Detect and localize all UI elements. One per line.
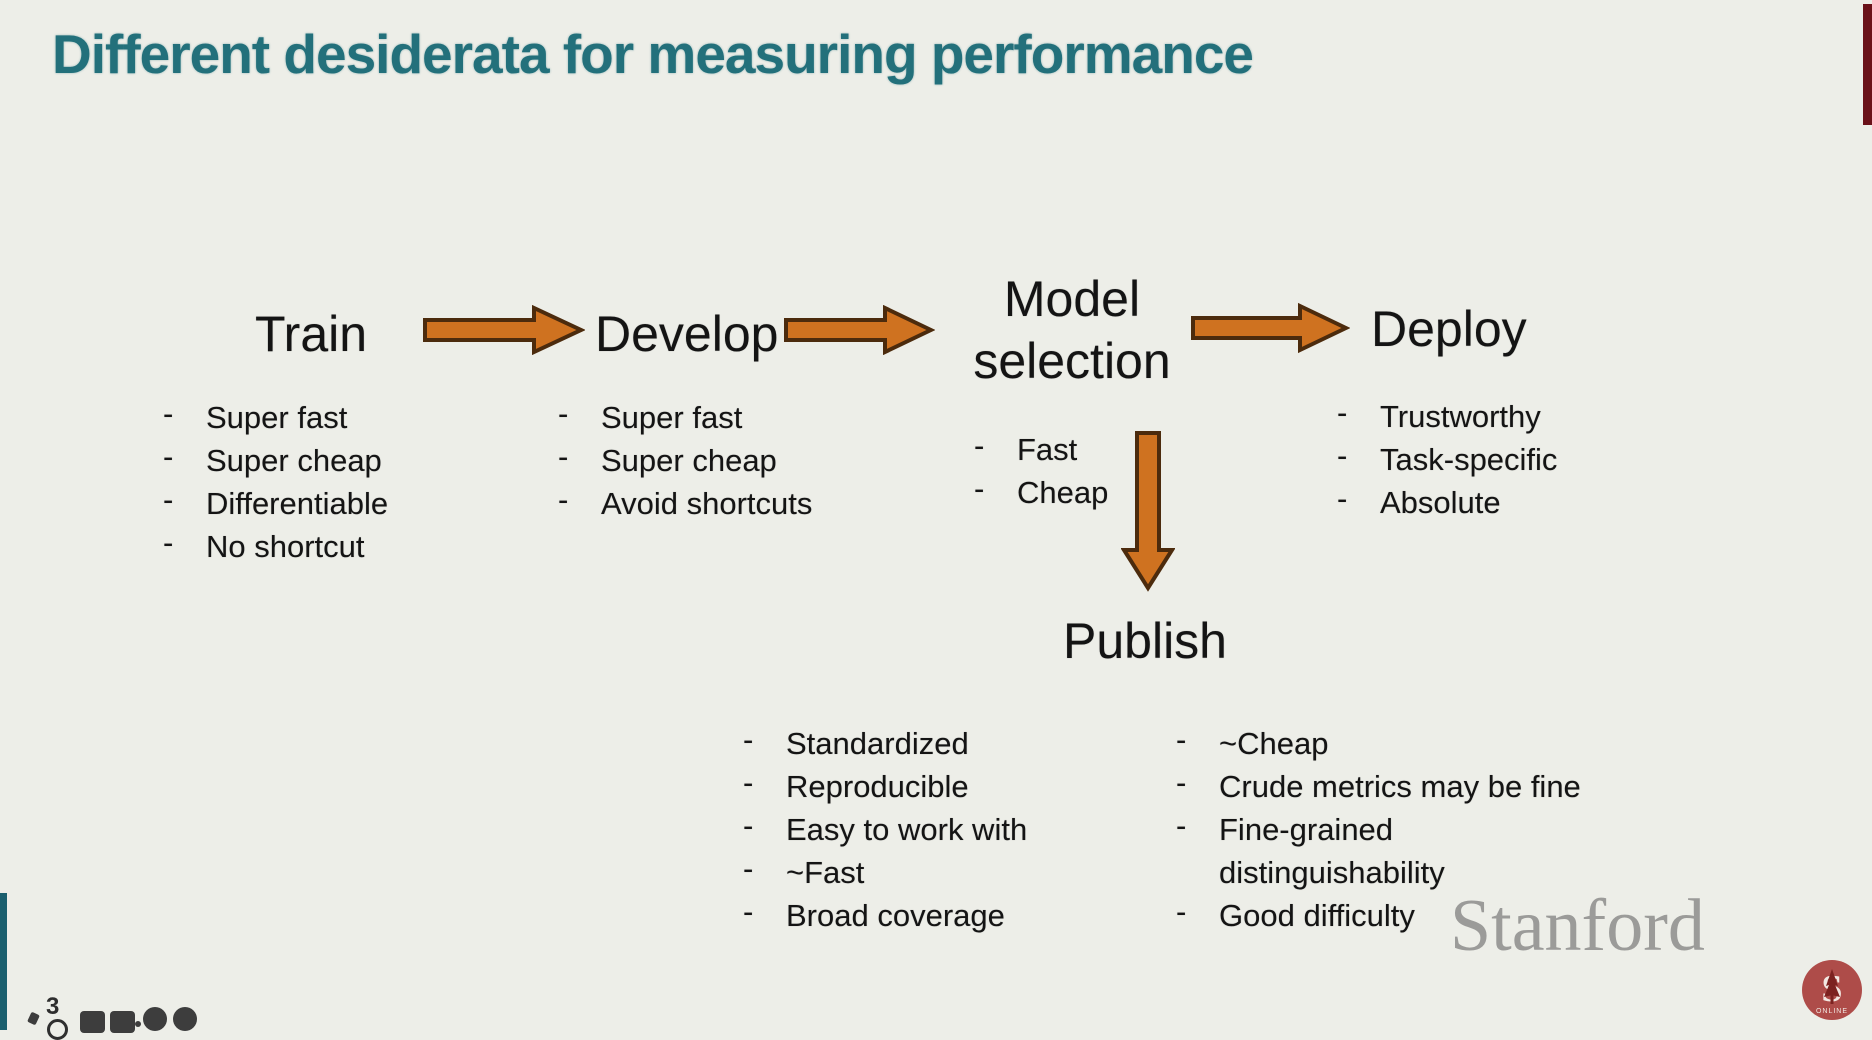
bullet-text: Easy to work with [786, 812, 1028, 847]
bullet-dash: - [1176, 722, 1187, 757]
bullet-text: Fine-grained distinguishability [1219, 812, 1445, 890]
bullet-dash: - [743, 851, 754, 886]
bullet-dash: - [1337, 481, 1348, 516]
bullet-dash: - [558, 482, 569, 517]
list-item: - Fine-grained distinguishability [1176, 808, 1581, 894]
bullet-dash: - [163, 482, 174, 517]
develop-bullets: - Super fast - Super cheap - Avoid short… [558, 396, 812, 525]
bullet-text: Differentiable [206, 486, 389, 521]
list-item: - Reproducible [743, 765, 1027, 808]
stage-deploy: Deploy [1371, 301, 1527, 357]
list-item: - Standardized [743, 722, 1027, 765]
teal-edge-bar [0, 893, 7, 1030]
list-item: - Crude metrics may be fine [1176, 765, 1581, 808]
list-item: - Trustworthy [1337, 395, 1557, 438]
list-item: - Super fast [558, 396, 812, 439]
arrow-right-icon [783, 305, 935, 355]
list-item: - No shortcut [163, 525, 388, 568]
bullet-dash: - [1176, 808, 1187, 843]
bullet-dash: - [558, 439, 569, 474]
stage-develop: Develop [595, 306, 779, 362]
bullet-text: Super cheap [601, 443, 777, 478]
stage-model-selection-line2: selection [973, 333, 1171, 389]
arrow-right-icon [422, 305, 585, 355]
list-item: - Broad coverage [743, 894, 1027, 937]
bullet-text: Cheap [1017, 475, 1109, 510]
list-item: - Cheap [974, 471, 1108, 514]
bullet-text: Super cheap [206, 443, 382, 478]
list-item: - Super fast [163, 396, 388, 439]
stage-publish: Publish [1063, 613, 1227, 669]
bullet-dash: - [1337, 438, 1348, 473]
slide-title: Different desiderata for measuring perfo… [52, 23, 1254, 85]
bullet-dash: - [743, 765, 754, 800]
bullet-dash: - [743, 808, 754, 843]
bullet-dash: - [743, 894, 754, 929]
list-item: - Fast [974, 428, 1108, 471]
stanford-watermark: Stanford [1450, 885, 1705, 967]
toolbar-dot-icon [135, 1021, 141, 1027]
stage-train: Train [255, 306, 368, 362]
bullet-text: Reproducible [786, 769, 969, 804]
list-item: - Easy to work with [743, 808, 1027, 851]
bullet-text: Trustworthy [1380, 399, 1541, 434]
bullet-dash: - [558, 396, 569, 431]
stanford-online-logo: S ONLINE [1801, 959, 1863, 1021]
list-item: - Absolute [1337, 481, 1557, 524]
bullet-text: Super fast [206, 400, 348, 435]
list-item: - Super cheap [163, 439, 388, 482]
bullet-dash: - [163, 525, 174, 560]
publish-bullets-left: - Standardized - Reproducible - Easy to … [743, 722, 1027, 937]
bullet-text: ~Cheap [1219, 726, 1329, 761]
list-item: - ~Cheap [1176, 722, 1581, 765]
stanford-online-logo-icon: S ONLINE [1802, 960, 1862, 1020]
toolbar-button-icon[interactable] [110, 1011, 135, 1033]
list-item: - ~Fast [743, 851, 1027, 894]
toolbar-button-icon[interactable] [80, 1011, 105, 1033]
bullet-text: No shortcut [206, 529, 365, 564]
stage-model-selection: Model selection [957, 268, 1187, 392]
arrow-down-icon [1121, 430, 1175, 592]
bullet-dash: - [1176, 765, 1187, 800]
bullet-text: Broad coverage [786, 898, 1005, 933]
bullet-text: Super fast [601, 400, 743, 435]
bullet-dash: - [163, 396, 174, 431]
svg-text:ONLINE: ONLINE [1816, 1008, 1848, 1015]
bullet-dash: - [1337, 395, 1348, 430]
model-selection-bullets: - Fast - Cheap [974, 428, 1108, 514]
bullet-dash: - [1176, 894, 1187, 929]
arrow-right-icon [1190, 302, 1350, 354]
bullet-text: Fast [1017, 432, 1078, 467]
toolbar-button-icon[interactable] [173, 1007, 197, 1031]
list-item: - Avoid shortcuts [558, 482, 812, 525]
bullet-dash: - [974, 428, 985, 463]
bullet-text: Avoid shortcuts [601, 486, 813, 521]
bullet-dash: - [743, 722, 754, 757]
publish-bullets-right: - ~Cheap - Crude metrics may be fine - F… [1176, 722, 1581, 937]
maroon-edge-bar [1863, 4, 1872, 125]
bullet-text: Task-specific [1380, 442, 1558, 477]
toolbar-button-icon[interactable] [143, 1007, 167, 1031]
train-bullets: - Super fast - Super cheap - Differentia… [163, 396, 388, 568]
bullet-text: ~Fast [786, 855, 865, 890]
bullet-dash: - [163, 439, 174, 474]
deploy-bullets: - Trustworthy - Task-specific - Absolute [1337, 395, 1557, 524]
list-item: - Task-specific [1337, 438, 1557, 481]
bullet-dash: - [974, 471, 985, 506]
list-item: - Super cheap [558, 439, 812, 482]
pen-cursor-icon [27, 1011, 40, 1026]
stage-model-selection-line1: Model [1003, 271, 1141, 327]
slide-number: 3 [46, 993, 60, 1020]
list-item: - Good difficulty [1176, 894, 1581, 937]
list-item: - Differentiable [163, 482, 388, 525]
bullet-text: Standardized [786, 726, 969, 761]
bullet-text: Absolute [1380, 485, 1501, 520]
bullet-text: Good difficulty [1219, 898, 1415, 933]
bullet-text: Crude metrics may be fine [1219, 769, 1581, 804]
